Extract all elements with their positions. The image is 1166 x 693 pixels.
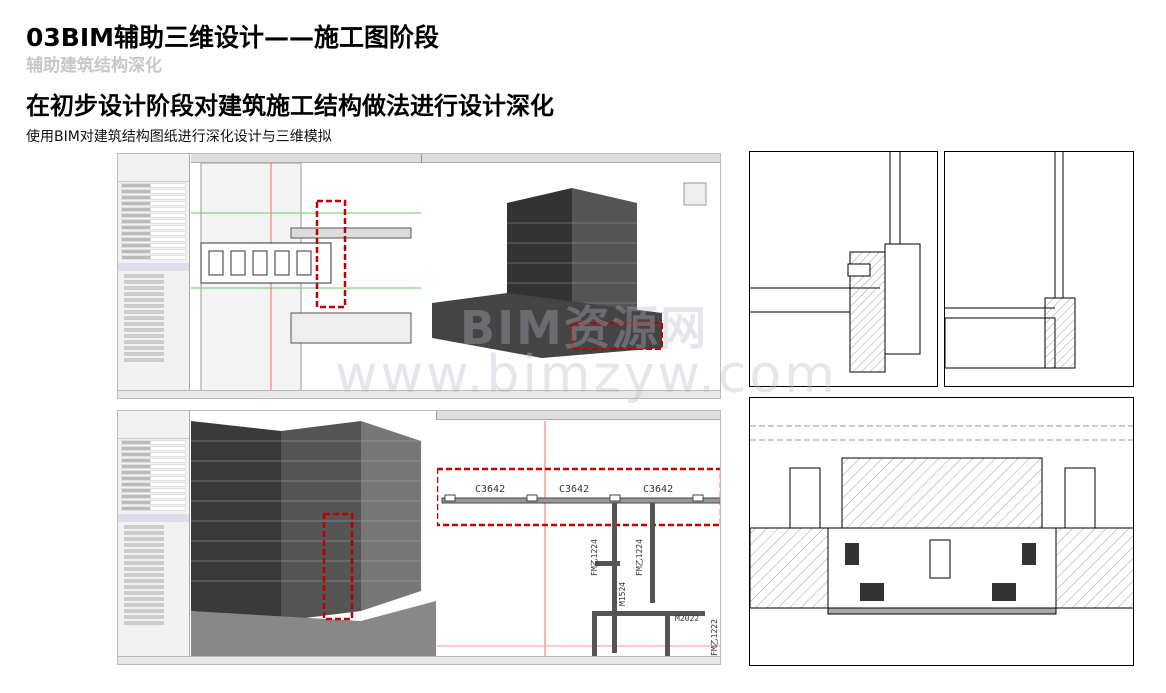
revit-screenshot-elevation-3d: [117, 153, 721, 399]
detail-drawing-3: [749, 397, 1134, 666]
3d-view: [422, 163, 720, 391]
detail-drawing-2: [944, 151, 1134, 387]
window-tag: C3642: [559, 484, 589, 495]
door-tag: FM乙1222: [710, 619, 719, 656]
highlight-box: [437, 467, 720, 527]
status-bar: [118, 656, 720, 664]
page-subtitle: 辅助建筑结构深化: [26, 56, 162, 76]
section-heading: 在初步设计阶段对建筑施工结构做法进行设计深化: [26, 92, 554, 120]
door-tag: M2022: [675, 614, 699, 623]
watermark-url: www.bimzyw.com: [335, 345, 838, 405]
page-title: 03BIM辅助三维设计——施工图阶段: [26, 23, 440, 52]
door-tag: M1524: [618, 582, 627, 606]
highlight-box: [315, 199, 347, 309]
properties-panel: [118, 411, 190, 664]
section-description: 使用BIM对建筑结构图纸进行深化设计与三维模拟: [26, 129, 332, 145]
window-tag: C3642: [475, 484, 505, 495]
status-bar: [118, 390, 720, 398]
revit-screenshot-3d-plan: C3642 C3642 C3642 FM乙1224 FM乙1224 M1524 …: [117, 410, 721, 665]
door-tag: FM乙1224: [635, 539, 644, 576]
viewcube-icon[interactable]: [683, 182, 707, 206]
detail-drawing-1: [749, 151, 938, 387]
properties-panel: [118, 154, 190, 398]
window-tag: C3642: [643, 484, 673, 495]
floor-plan-view: C3642 C3642 C3642 FM乙1224 FM乙1224 M1524 …: [437, 421, 720, 656]
watermark-logo: BIM资源网: [460, 301, 708, 355]
door-tag: FM乙1224: [590, 539, 599, 576]
elevation-view: [191, 163, 421, 391]
3d-tower-view: [191, 421, 436, 656]
